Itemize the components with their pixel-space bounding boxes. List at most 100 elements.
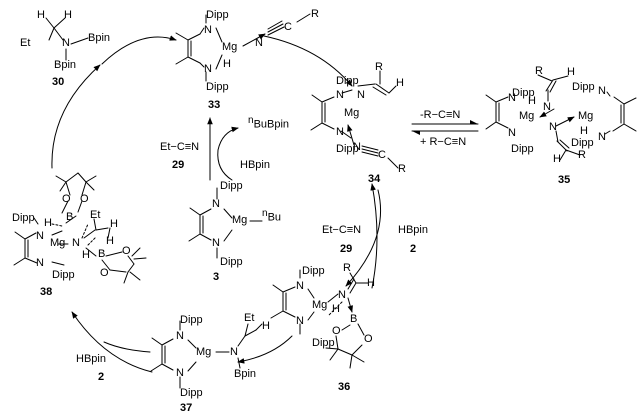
- label-nbubpin-text: BuBpin: [253, 118, 290, 131]
- label-33-r: R: [311, 8, 319, 20]
- label-38-h-top: H: [44, 217, 52, 229]
- label-34-r-bottom: R: [398, 163, 406, 175]
- structure-37-bonds: [150, 320, 263, 389]
- structure-3-bonds: [188, 187, 263, 259]
- label-37-dipp-bottom: Dipp: [180, 387, 203, 399]
- label-34-dipp-bottom: Dipp: [336, 143, 359, 155]
- equilibrium-arrows-34-35: [411, 120, 479, 135]
- label-36-dipp-bottom: Dipp: [312, 337, 335, 349]
- label-30-h-left: H: [37, 9, 45, 21]
- label-33-nitrile-n: N: [255, 37, 263, 49]
- label-38-et: Et: [90, 209, 101, 221]
- label-33-mg: Mg: [222, 41, 238, 53]
- label-34-n-top-left: N: [336, 89, 344, 101]
- label-35-h-left: H: [528, 95, 536, 107]
- label-34-mg: Mg: [344, 107, 360, 119]
- label-etcn-left: Et−C≡N: [160, 141, 200, 153]
- label-30-bpin-right: Bpin: [88, 32, 111, 44]
- label-38-h-ch-bottom: H: [106, 235, 114, 247]
- compound-number-3: 3: [213, 271, 220, 283]
- label-38-o-right-top: O: [122, 245, 131, 257]
- structure-35-bonds: [485, 74, 637, 161]
- label-37-n-bottom: N: [176, 367, 184, 379]
- label-35-dipp-bottom-right: Dipp: [571, 137, 594, 149]
- label-nbubpin-n: n: [248, 115, 254, 126]
- label-34-n-bottom: N: [336, 126, 344, 138]
- label-30-h-right: H: [64, 9, 72, 21]
- label-38-dipp-top: Dipp: [12, 212, 35, 224]
- label-36-n-ring-bottom: N: [296, 315, 304, 327]
- label-38-n-amide: N: [72, 237, 80, 249]
- label-38-b-top: B: [66, 211, 74, 223]
- label-34-r: R: [375, 61, 383, 73]
- structure-36-bonds: [270, 269, 369, 369]
- compound-number-30: 30: [52, 76, 65, 88]
- label-38-n-ring-top: N: [36, 230, 44, 242]
- structure-38-bonds: [13, 172, 147, 284]
- compound-number-29-left: 29: [172, 159, 185, 171]
- label-36-h-top: H: [367, 277, 375, 289]
- label-36-r: R: [343, 262, 351, 274]
- label-30-n: N: [62, 37, 70, 49]
- label-36-mg: Mg: [312, 299, 328, 311]
- label-35-n-top-left: N: [508, 92, 516, 104]
- label-36-n-imine: N: [338, 289, 346, 301]
- label-36-n-ring-top: N: [296, 280, 304, 292]
- equilibrium-label-forward: -R−C≡N: [420, 109, 461, 121]
- label-hbpin-3: HBpin: [240, 159, 270, 171]
- label-37-bpin: Bpin: [234, 368, 257, 380]
- label-33-n-bottom: N: [204, 63, 212, 75]
- label-33-dipp-top: Dipp: [206, 9, 229, 21]
- label-35-n-bottom-center: N: [549, 121, 557, 133]
- label-34-h: H: [396, 77, 404, 89]
- label-33-dipp-bottom: Dipp: [206, 81, 229, 93]
- label-3-dipp-top: Dipp: [220, 180, 243, 192]
- label-37-n-amide: N: [230, 346, 238, 358]
- label-35-dipp-top-left: Dipp: [512, 87, 535, 99]
- label-35-h-bottom: H: [553, 153, 561, 165]
- structure-34-bonds: [310, 70, 399, 169]
- label-38-o-top-right: O: [80, 193, 89, 205]
- label-36-o-left: O: [332, 325, 341, 337]
- label-nbubpin: nBuBpin: [248, 116, 289, 131]
- label-3-mg: Mg: [232, 214, 248, 226]
- label-38-h-b: H: [82, 249, 90, 261]
- compound-number-2-left: 2: [98, 371, 105, 383]
- label-3-n-bottom: N: [212, 237, 220, 249]
- cycle-arrows: [51, 35, 382, 373]
- label-38-o-top-left: O: [62, 193, 71, 205]
- label-3-nbu-text: Bu: [267, 211, 282, 224]
- label-35-n-top-center: N: [543, 101, 551, 113]
- label-35-n-bottom-right: N: [598, 131, 606, 143]
- label-36-dipp-top: Dipp: [302, 265, 325, 277]
- label-35-n-bottom-left: N: [508, 127, 516, 139]
- label-3-nbu: nBu: [262, 209, 281, 224]
- label-34-dipp-top: Dipp: [336, 75, 359, 87]
- compound-number-36: 36: [338, 381, 351, 393]
- compound-number-33: 33: [208, 99, 221, 111]
- structure-33-bonds: [175, 13, 311, 82]
- label-30-bpin-bottom: Bpin: [54, 59, 77, 71]
- label-36-b: B: [350, 313, 358, 325]
- label-34-nitrile-c: C: [378, 149, 386, 161]
- label-38-o-right-bottom: O: [100, 267, 109, 279]
- label-37-dipp-top: Dipp: [180, 314, 203, 326]
- label-38-h-ch: H: [110, 218, 118, 230]
- label-35-n-top-right: N: [598, 85, 606, 97]
- label-33-h: H: [223, 58, 231, 70]
- label-36-h-b: H: [332, 303, 340, 315]
- label-hbpin-2-right: HBpin: [398, 224, 428, 236]
- compound-number-37: 37: [180, 402, 193, 414]
- label-hbpin-2-left: HBpin: [76, 353, 106, 365]
- label-38-b-right: B: [98, 248, 106, 260]
- label-35-mg-left: Mg: [519, 110, 535, 122]
- compound-number-38: 38: [40, 286, 53, 298]
- label-34-nitrile-n: N: [353, 141, 361, 153]
- label-37-h: H: [262, 320, 270, 332]
- label-30-et: Et: [20, 37, 31, 49]
- label-3-n-top: N: [212, 198, 220, 210]
- compound-number-2-right: 2: [410, 243, 417, 255]
- label-38-dipp-bottom: Dipp: [52, 269, 75, 281]
- label-35-h-right: H: [580, 125, 588, 137]
